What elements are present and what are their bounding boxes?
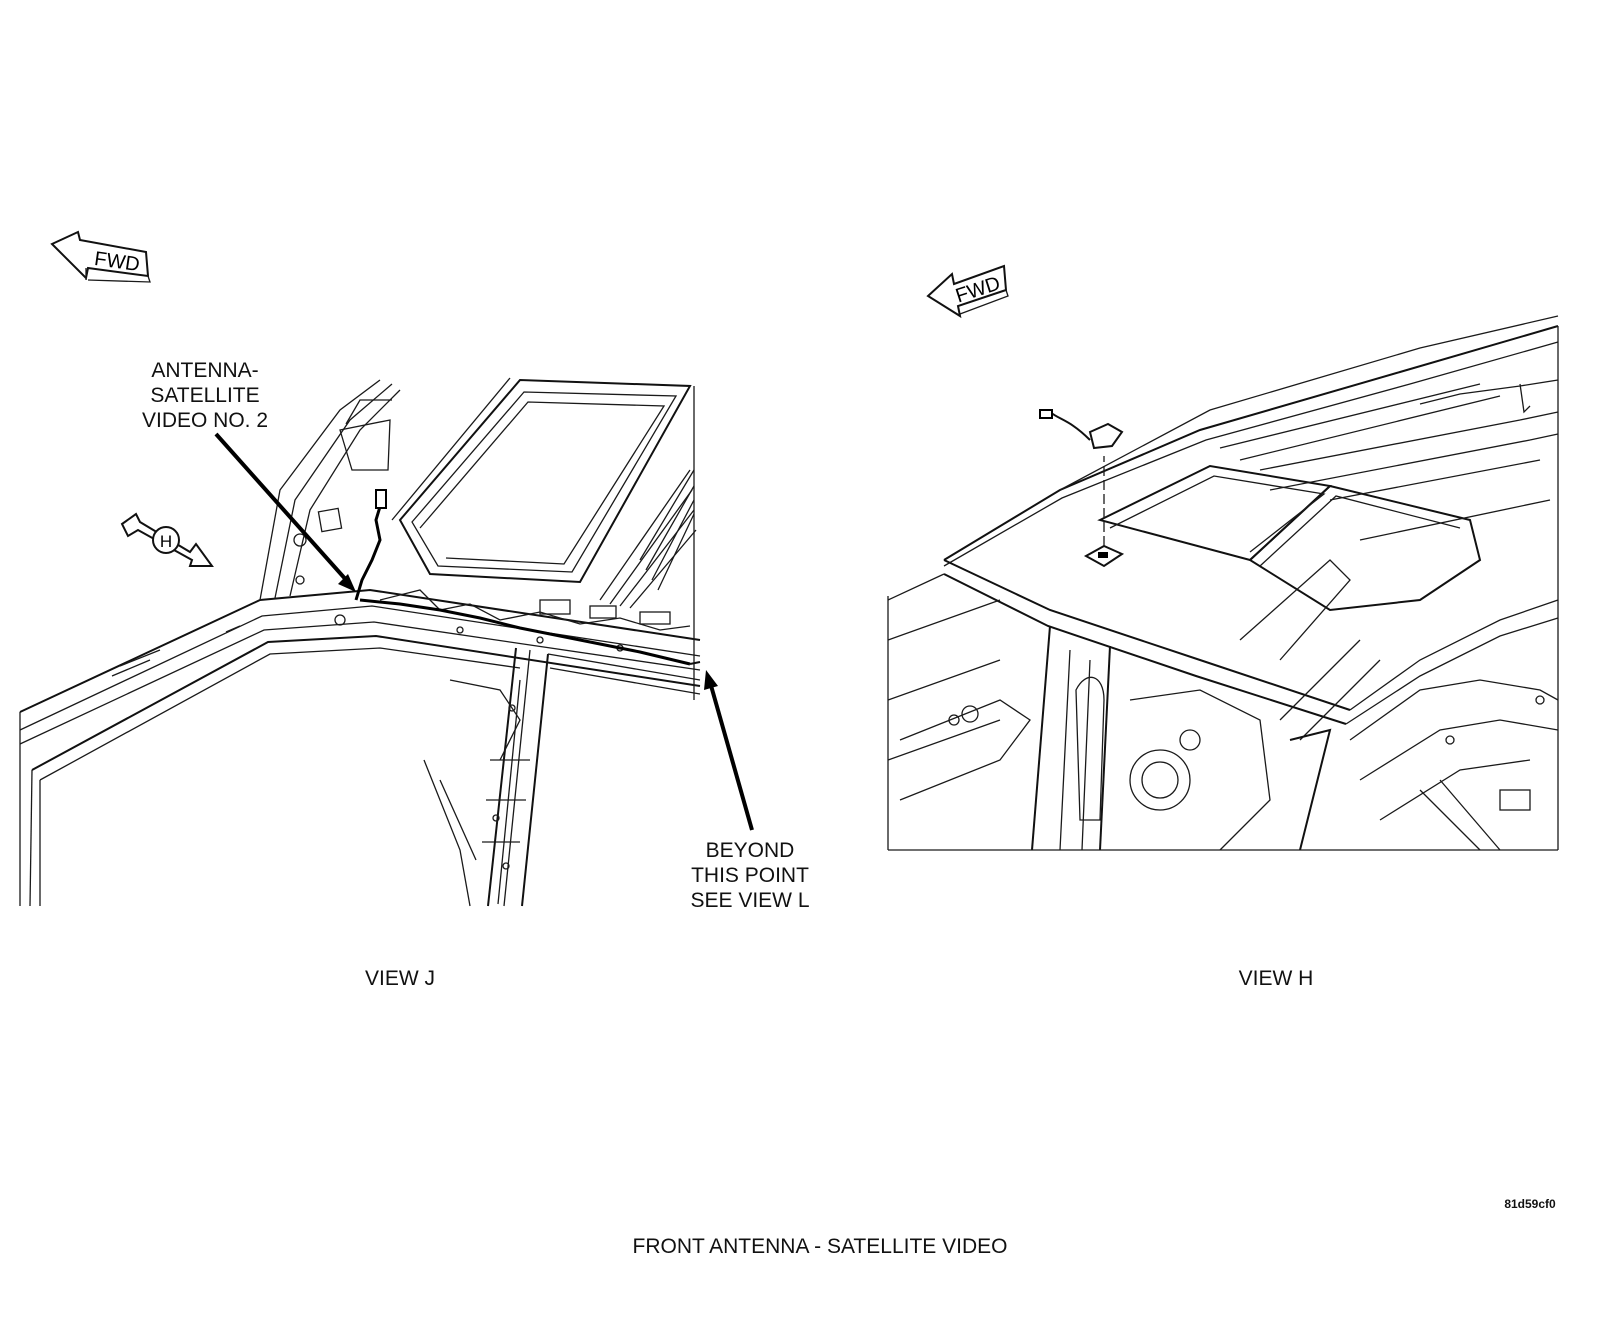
callout-beyond-line-1: BEYOND [705,839,795,862]
vehicle-roof-view-h [887,315,1559,851]
antenna-cable-view-j [354,489,701,666]
figure-id: 81d59cf0 [1504,1197,1556,1211]
figure-title: FRONT ANTENNA - SATELLITE VIDEO [632,1235,1008,1258]
callout-beyond-line-3: SEE VIEW L [690,889,810,912]
fwd-label-h: FWD [953,273,1003,308]
callout-antenna-line-1: ANTENNA- [151,359,259,382]
view-ref-letter: H [160,532,172,551]
callout-antenna-satellite-video: ANTENNA- SATELLITE VIDEO NO. 2 [120,358,290,433]
callout-arrow-beyond [704,670,754,831]
fwd-label-j: FWD [93,248,141,276]
callout-beyond-line-2: THIS POINT [691,864,809,887]
roof-structure-view-j [19,377,701,907]
fwd-arrow-view-j: FWD [50,230,151,283]
callout-antenna-line-3: VIDEO NO. 2 [141,409,269,432]
callout-beyond-this-point: BEYOND THIS POINT SEE VIEW L [670,838,830,913]
view-h-reference-marker: H [120,512,214,567]
callout-antenna-line-2: SATELLITE [150,384,260,407]
caption-view-h: VIEW H [1238,967,1314,990]
callout-arrow-antenna [214,432,356,592]
fwd-arrow-view-h: FWD [926,264,1009,319]
caption-view-j: VIEW J [364,967,435,990]
